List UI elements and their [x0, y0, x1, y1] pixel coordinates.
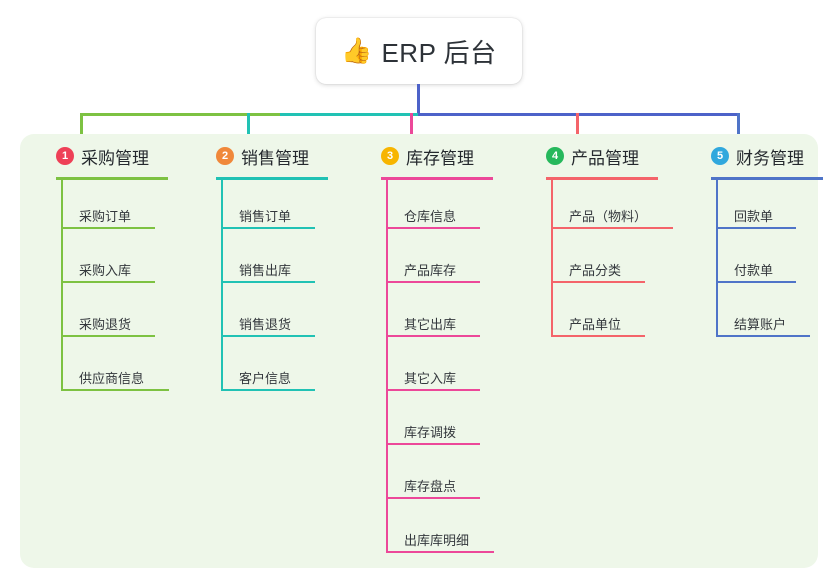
module-item-rule [221, 335, 315, 337]
drop-inventory [410, 113, 413, 147]
module-item-rule [386, 443, 480, 445]
module-title: 销售管理 [241, 148, 309, 168]
module-stem-connector [61, 180, 63, 391]
module-item-rule [386, 227, 480, 229]
module-header-2[interactable]: 2 销售管理 [196, 144, 309, 168]
module-item-label: 结算账户 [734, 317, 787, 332]
module-item-label: 库存盘点 [404, 479, 457, 494]
module-item-rule [386, 551, 494, 553]
module-header-4[interactable]: 4 产品管理 [526, 144, 639, 168]
root-node-title: ERP 后台 [381, 37, 497, 68]
module-item-rule [716, 335, 810, 337]
module-title: 库存管理 [406, 148, 474, 168]
module-number-badge: 3 [381, 147, 399, 165]
module-header-rule [56, 177, 168, 180]
module-header-3[interactable]: 3 库存管理 [361, 144, 474, 168]
module-item-rule [386, 389, 480, 391]
module-item-label: 供应商信息 [79, 371, 145, 386]
module-header-rule [381, 177, 493, 180]
module-title: 财务管理 [736, 148, 804, 168]
module-item-label: 仓库信息 [404, 209, 457, 224]
module-item-rule [221, 389, 315, 391]
module-item-label: 产品（物料） [569, 209, 648, 224]
module-item-label: 客户信息 [239, 371, 292, 386]
module-item-rule [386, 335, 480, 337]
module-title: 产品管理 [571, 148, 639, 168]
module-item-label: 其它入库 [404, 371, 457, 386]
module-item-rule [221, 227, 315, 229]
module-header-5[interactable]: 5 财务管理 [691, 144, 804, 168]
module-item-rule [551, 335, 645, 337]
module-item-label: 产品库存 [404, 263, 457, 278]
module-item-rule [61, 389, 169, 391]
drop-purchase [80, 113, 83, 147]
module-column-4: 4 产品管理产品（物料） 产品分类产品单位 [526, 144, 673, 337]
module-header-rule [546, 177, 658, 180]
module-title: 采购管理 [81, 148, 149, 168]
module-item-rule [61, 227, 155, 229]
module-item-label: 回款单 [734, 209, 774, 224]
module-stem-connector [551, 180, 553, 337]
root-trunk-connector [417, 84, 420, 113]
module-stem-connector [221, 180, 223, 391]
module-stem-connector [386, 180, 388, 553]
drop-finance [737, 113, 740, 147]
module-header-rule [711, 177, 823, 180]
thumbs-up-icon: 👍 [341, 36, 373, 65]
module-column-2: 2 销售管理销售订单销售出库销售退货客户信息 [196, 144, 328, 391]
module-item-rule [386, 281, 480, 283]
module-item-label: 采购退货 [79, 317, 132, 332]
modules-panel [20, 134, 818, 568]
drop-sales [247, 113, 250, 147]
bus-segment-green [80, 113, 280, 116]
module-item-rule [551, 281, 645, 283]
module-item-label: 销售出库 [239, 263, 292, 278]
module-column-5: 5 财务管理回款单付款单结算账户 [691, 144, 823, 337]
module-item-label: 销售退货 [239, 317, 292, 332]
module-item-label: 采购入库 [79, 263, 132, 278]
module-item-rule [61, 335, 155, 337]
module-item-rule [716, 227, 796, 229]
module-column-3: 3 库存管理仓库信息产品库存其它出库其它入库库存调拨库存盘点出库库明细 [361, 144, 494, 553]
module-item-label: 产品分类 [569, 263, 622, 278]
module-number-badge: 5 [711, 147, 729, 165]
module-stem-connector [716, 180, 718, 337]
module-header-rule [216, 177, 328, 180]
module-item-label: 产品单位 [569, 317, 622, 332]
module-item-rule [386, 497, 480, 499]
module-item-label: 库存调拨 [404, 425, 457, 440]
module-item-label: 采购订单 [79, 209, 132, 224]
module-number-badge: 2 [216, 147, 234, 165]
module-item-label: 付款单 [734, 263, 774, 278]
module-item-label: 其它出库 [404, 317, 457, 332]
module-item-rule [61, 281, 155, 283]
module-item-rule [221, 281, 315, 283]
module-item-label: 销售订单 [239, 209, 292, 224]
module-item-rule [551, 227, 673, 229]
bus-segment-teal [280, 113, 418, 116]
module-number-badge: 1 [56, 147, 74, 165]
module-item-rule [716, 281, 796, 283]
module-column-1: 1 采购管理采购订单采购入库采购退货供应商信息 [36, 144, 169, 391]
root-node-erp-backend[interactable]: 👍 ERP 后台 [316, 18, 522, 84]
module-item-label: 出库库明细 [404, 533, 470, 548]
module-number-badge: 4 [546, 147, 564, 165]
module-header-1[interactable]: 1 采购管理 [36, 144, 149, 168]
drop-product [576, 113, 579, 147]
